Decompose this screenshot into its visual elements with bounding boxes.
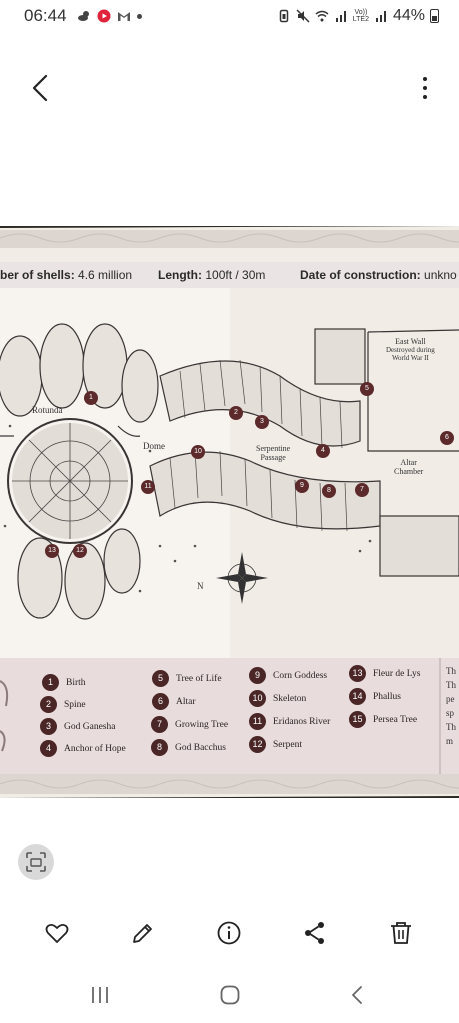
map-marker-8: 8 (322, 484, 336, 498)
battery-saver-icon (279, 9, 288, 23)
scan-icon (26, 852, 46, 872)
system-nav-bar (0, 975, 459, 1015)
battery-icon (430, 9, 439, 23)
compass-north-label: N (197, 581, 204, 591)
rotunda-label: Rotunda (32, 405, 63, 415)
map-marker-11: 11 (141, 480, 155, 494)
battery-percent: 44% (392, 7, 425, 24)
signal-2-icon (375, 11, 386, 22)
share-button[interactable] (302, 920, 328, 946)
date-label: Date of construction: (300, 268, 421, 282)
photo-viewer[interactable]: ber of shells: 4.6 million Length: 100ft… (0, 226, 459, 798)
home-button[interactable] (218, 983, 242, 1007)
map-marker-12: 12 (73, 544, 87, 558)
weather-icon (77, 11, 89, 21)
map-marker-7: 7 (355, 483, 369, 497)
length-value: 100ft / 30m (205, 268, 266, 282)
recent-apps-button[interactable] (88, 983, 112, 1007)
status-bar: 06:44 Vo)) LTE2 44% (0, 0, 459, 32)
scan-text-button[interactable] (18, 844, 54, 880)
map-marker-13: 13 (45, 544, 59, 558)
map-marker-2: 2 (229, 406, 243, 420)
info-strip: ber of shells: 4.6 million Length: 100ft… (0, 262, 459, 288)
length-label: Length: (158, 268, 202, 282)
top-app-bar (0, 60, 459, 116)
action-bar (0, 912, 459, 952)
serpentine-passage-label: Serpentine Passage (256, 444, 291, 462)
map-photo (0, 226, 459, 798)
map-marker-4: 4 (316, 444, 330, 458)
map-marker-3: 3 (255, 415, 269, 429)
delete-button[interactable] (388, 920, 414, 946)
youtube-music-icon (97, 9, 111, 23)
map-marker-6: 6 (440, 431, 454, 445)
shells-label: ber of shells: (0, 268, 75, 282)
map-marker-1: 1 (84, 391, 98, 405)
compass-rose (216, 552, 268, 604)
altar-chamber-label: Altar Chamber (394, 458, 424, 476)
date-value: unkno (424, 268, 457, 282)
details-button[interactable] (216, 920, 242, 946)
edit-button[interactable] (130, 920, 156, 946)
gmail-icon (117, 12, 130, 21)
map-marker-10: 10 (191, 445, 205, 459)
favorite-button[interactable] (44, 920, 70, 946)
more-notifications-icon (136, 13, 142, 19)
signal-icon (335, 11, 346, 22)
back-button[interactable] (28, 72, 56, 104)
dome-label: Dome (143, 441, 165, 451)
map-marker-9: 9 (295, 479, 309, 493)
legend-side-text: Th Th pe sp Th m (446, 666, 456, 746)
wifi-icon (315, 10, 329, 22)
status-time: 06:44 (24, 6, 67, 25)
mute-icon (296, 9, 310, 23)
map-marker-5: 5 (360, 382, 374, 396)
shells-value: 4.6 million (78, 268, 133, 282)
system-back-button[interactable] (346, 983, 370, 1007)
volte-indicator: Vo)) LTE2 (352, 9, 369, 23)
more-options-button[interactable] (417, 74, 433, 102)
east-wall-label: East Wall Destroyed during World War II (386, 337, 435, 363)
